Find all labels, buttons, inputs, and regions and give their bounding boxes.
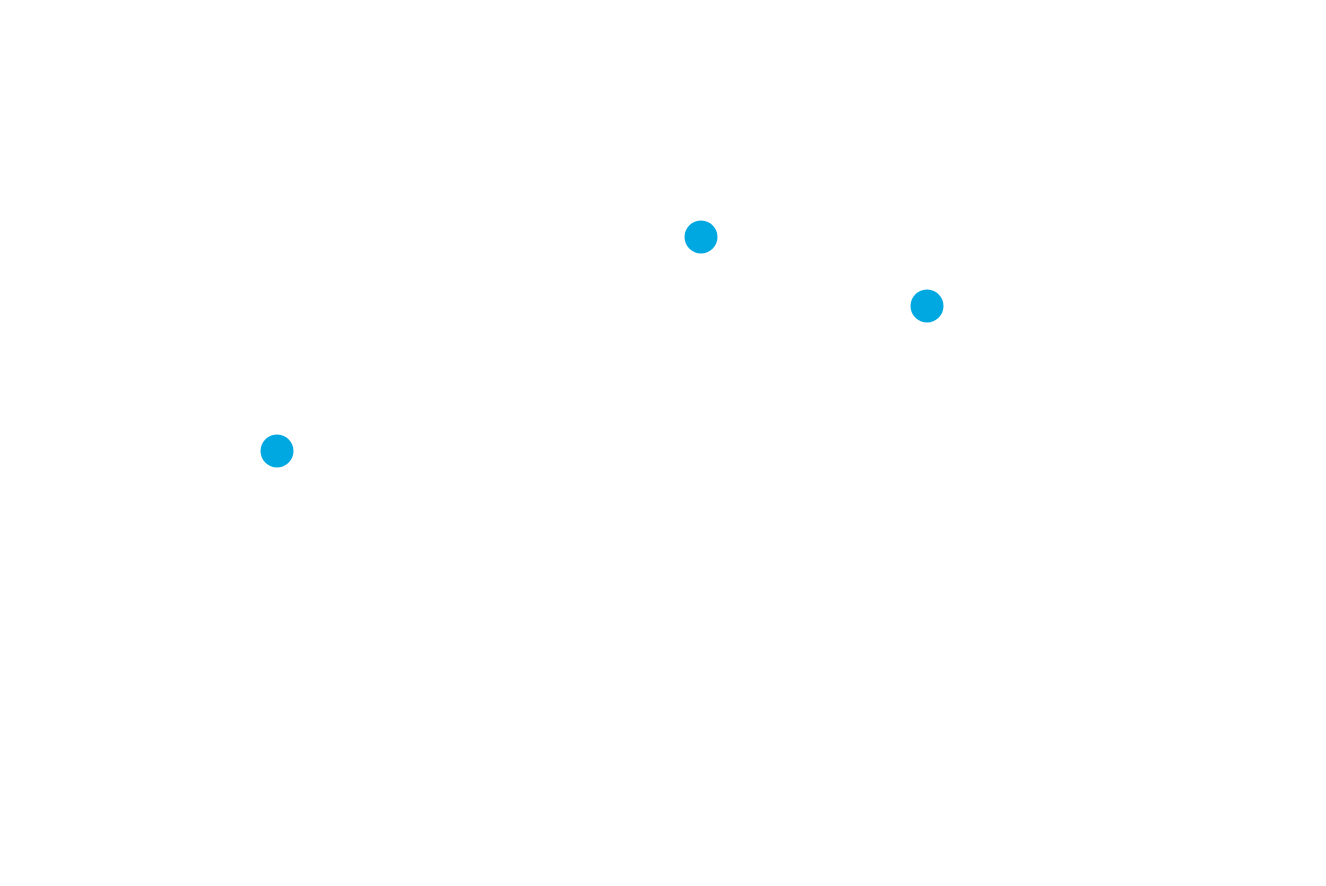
blue-dot (910, 289, 944, 323)
blue-dot (684, 220, 718, 254)
blue-dot (260, 434, 294, 468)
